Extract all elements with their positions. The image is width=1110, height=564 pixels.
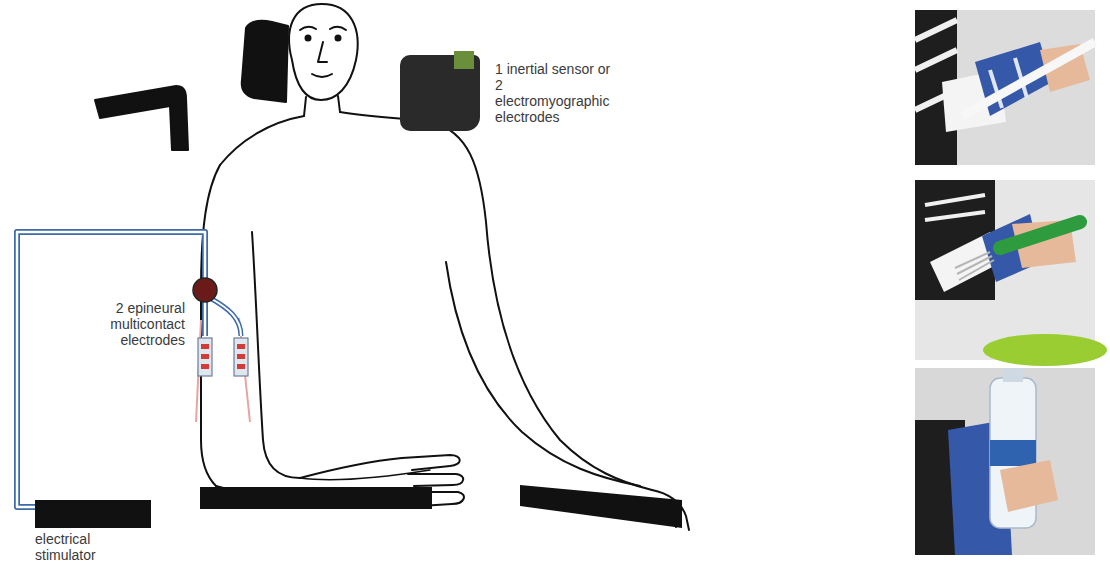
fork [955, 252, 994, 280]
finger [408, 474, 463, 486]
photo-background [915, 368, 1095, 555]
torso-line [300, 470, 430, 480]
lead-wire [210, 298, 241, 336]
headrest [242, 21, 288, 102]
armrest [520, 485, 682, 528]
photo-background [915, 180, 1095, 360]
electrode-contact [237, 354, 245, 359]
photo-bottle [915, 368, 1095, 555]
arm-outline [432, 122, 652, 490]
armrest [200, 487, 432, 509]
arm-outline [252, 232, 300, 478]
eye [336, 36, 341, 41]
nose [318, 42, 327, 62]
electrode-cuff [198, 338, 212, 376]
arm-outline [446, 262, 640, 486]
neck [304, 96, 340, 116]
electrode-contact [237, 364, 245, 369]
sensor-label: 1 inertial sensor or 2 electromyographic… [495, 61, 620, 125]
electrode-contact [201, 344, 209, 349]
sensor-chip [454, 51, 474, 69]
electrode-cuff [234, 338, 248, 376]
eye [306, 36, 311, 41]
stimulator-label: electrical stimulator [35, 531, 151, 563]
shirt-stripe [925, 195, 985, 220]
shoulder-line [220, 116, 304, 165]
bottle-cap [1003, 368, 1023, 382]
arm-outline [201, 165, 220, 486]
electrode-contact [237, 344, 245, 349]
electrode-label: 2 epineural multicontact electrodes [93, 300, 185, 348]
electrode-contact [201, 354, 209, 359]
pen [962, 42, 1095, 116]
cable-core [17, 232, 205, 507]
eyebrows [300, 27, 346, 30]
bottle-label [990, 440, 1036, 466]
hand [1000, 460, 1058, 512]
bowl [983, 334, 1107, 366]
utensil-handle [1000, 222, 1080, 248]
figure [95, 4, 689, 530]
wheelchair-handle [95, 86, 188, 150]
photo-fork [915, 180, 1107, 366]
photo-background [915, 10, 1095, 165]
lead-wire [210, 298, 241, 336]
head [289, 4, 358, 100]
sensor-patch: 1 inertial sensor or 2 electromyographic… [400, 55, 480, 131]
electrode-drawing [190, 336, 256, 380]
implant-connector [193, 278, 217, 302]
stimulator-box: electrical stimulator [35, 500, 151, 528]
electrode-contact [201, 364, 209, 369]
mouth [312, 74, 332, 77]
stimulation-cable [17, 232, 205, 507]
electrode-pair: 2 epineural multicontact electrodes [190, 336, 256, 380]
photo-writing [915, 10, 1095, 165]
